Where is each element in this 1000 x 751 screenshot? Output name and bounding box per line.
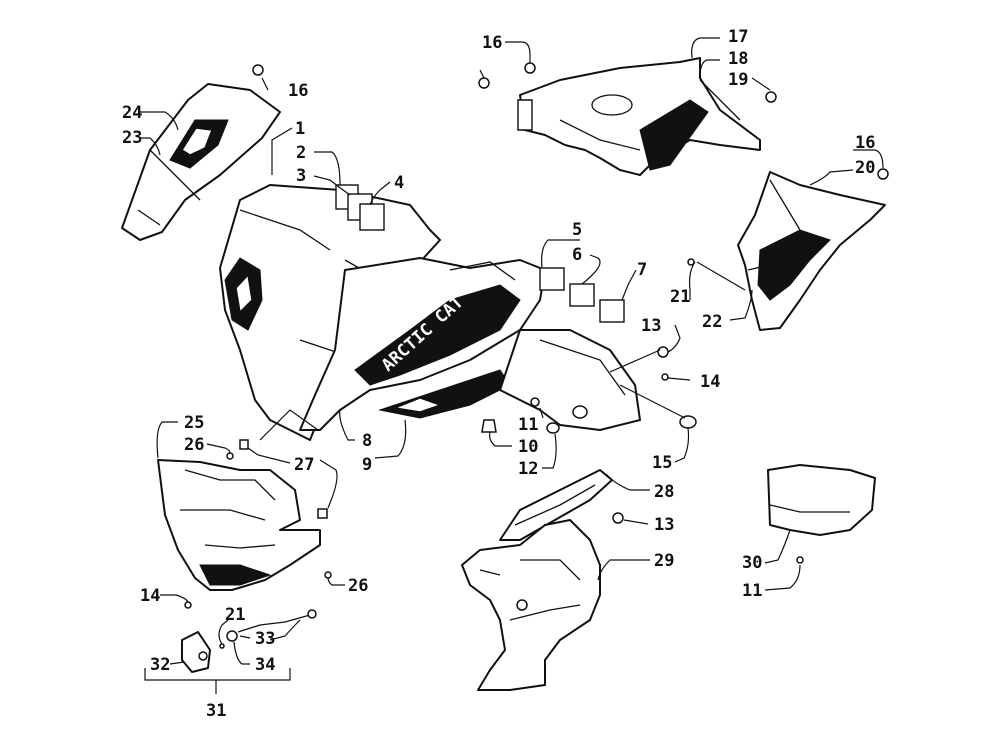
clip-26a-icon — [226, 452, 234, 460]
screw-11b-icon — [796, 556, 804, 564]
callout-20: 20 — [855, 158, 875, 178]
rear-fender-part — [517, 57, 761, 176]
callout-13b: 13 — [654, 515, 674, 535]
screw-13b-icon — [612, 512, 624, 524]
callout-19: 19 — [728, 70, 748, 90]
screw-14b-icon — [184, 601, 192, 609]
callout-10: 10 — [518, 437, 538, 457]
callout-12: 12 — [518, 459, 538, 479]
callout-24: 24 — [122, 103, 142, 123]
callout-14a: 14 — [700, 372, 720, 392]
grommet-10-icon — [481, 419, 497, 433]
callout-32: 32 — [150, 655, 170, 675]
callout-16a: 16 — [482, 33, 502, 53]
callout-13a: 13 — [641, 316, 661, 336]
callout-30: 30 — [742, 553, 762, 573]
callout-1: 1 — [295, 119, 305, 139]
callout-2: 2 — [296, 143, 306, 163]
callout-3: 3 — [296, 166, 306, 186]
callout-29: 29 — [654, 551, 674, 571]
callout-33: 33 — [255, 629, 275, 649]
decals-2-3-4 — [335, 184, 385, 231]
screw-13a-icon — [657, 346, 669, 358]
callout-14b: 14 — [140, 586, 160, 606]
callout-23: 23 — [122, 128, 142, 148]
callout-34: 34 — [255, 655, 275, 675]
callout-8: 8 — [362, 431, 372, 451]
callout-11a: 11 — [518, 415, 538, 435]
screw-26b-icon — [324, 571, 332, 579]
callout-9: 9 — [362, 455, 372, 475]
clip-27b-icon — [317, 508, 328, 519]
clip-27a-icon — [239, 439, 249, 450]
nut-15-icon — [679, 415, 697, 429]
screw-16b2-icon — [524, 62, 536, 74]
screw-16c-icon — [877, 168, 889, 180]
nut-12-icon — [546, 422, 560, 434]
right-side-panel-part — [737, 171, 886, 331]
callout-7: 7 — [637, 260, 647, 280]
callout-21a: 21 — [670, 287, 690, 307]
inner-fender-part — [461, 519, 601, 691]
screw-19-icon — [765, 91, 777, 103]
nose-cover-part — [121, 83, 281, 241]
callout-22: 22 — [702, 312, 722, 332]
callout-26a: 26 — [184, 435, 204, 455]
front-grille-part — [157, 459, 321, 591]
callout-25: 25 — [184, 413, 204, 433]
callout-6: 6 — [572, 245, 582, 265]
screw-21a-icon — [687, 258, 695, 266]
callout-28: 28 — [654, 482, 674, 502]
light-assembly-part — [181, 609, 317, 673]
decals-5-6-7 — [539, 267, 625, 323]
rear-cover-30-part — [767, 464, 876, 536]
callout-16b: 16 — [288, 81, 308, 101]
callout-31: 31 — [206, 701, 226, 721]
callout-5: 5 — [572, 220, 582, 240]
callout-16c: 16 — [855, 133, 875, 153]
callout-labels: 16 17 18 19 16 24 23 1 2 3 4 16 20 5 6 7… — [122, 27, 875, 721]
callout-21b: 21 — [225, 605, 245, 625]
callout-4: 4 — [394, 173, 404, 193]
callout-27: 27 — [294, 455, 314, 475]
callout-18: 18 — [728, 49, 748, 69]
callout-11b: 11 — [742, 581, 762, 601]
screw-16b-icon — [478, 77, 490, 89]
leader-lines — [140, 37, 884, 694]
callout-17: 17 — [728, 27, 748, 47]
callout-15: 15 — [652, 453, 672, 473]
callout-26b: 26 — [348, 576, 368, 596]
screw-14a-icon — [661, 373, 669, 381]
front-fender-hood-part — [219, 184, 546, 441]
screw-11a-icon — [530, 397, 540, 407]
screw-16a-icon — [252, 64, 264, 76]
